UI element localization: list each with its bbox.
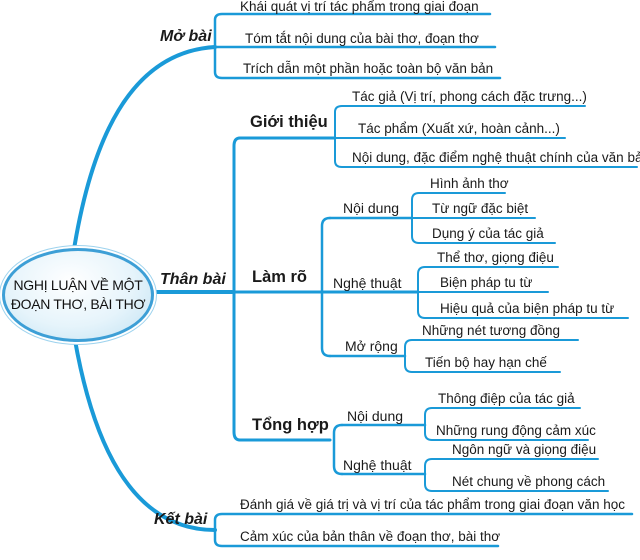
- branch-lam-ro-label: Làm rõ: [252, 268, 308, 286]
- tong-hop-nghe-thuat-item: Nét chung về phong cách: [452, 474, 606, 489]
- central-topic-line1: NGHỊ LUẬN VỀ MỘT: [13, 277, 143, 293]
- central-topic-line2: ĐOẠN THƠ, BÀI THƠ: [10, 296, 146, 312]
- lam-ro-noi-dung-label: Nội dung: [343, 200, 400, 216]
- tong-hop-noi-dung-item: Những rung động cảm xúc: [436, 423, 596, 438]
- section-than-bai-label: Thân bài: [160, 271, 226, 288]
- section-ket-bai-label: Kết bài: [154, 511, 208, 528]
- gioi-thieu-item: Tác giả (Vị trí, phong cách đặc trưng...…: [352, 89, 587, 104]
- branch-tong-hop-label: Tổng hợp: [252, 416, 329, 434]
- lam-ro-nghe-thuat-item: Hiệu quả của biện pháp tu từ: [440, 301, 615, 316]
- mo-rong-item: Tiến bộ hay hạn chế: [425, 355, 547, 370]
- section-mo-bai-label: Mở bài: [160, 28, 212, 45]
- lam-ro-noi-dung-item: Dụng ý của tác giả: [432, 226, 544, 241]
- central-topic-node: NGHỊ LUẬN VỀ MỘT ĐOẠN THƠ, BÀI THƠ: [2, 248, 154, 342]
- mo-bai-item: Khái quát vị trí tác phẩm trong giai đoạ…: [240, 0, 479, 14]
- lam-ro-mo-rong-label: Mở rộng: [345, 338, 398, 354]
- gioi-thieu-item: Tác phẩm (Xuất xứ, hoàn cảnh...): [358, 121, 560, 136]
- tong-hop-noi-dung-item: Thông điệp của tác giả: [438, 391, 575, 406]
- mo-rong-item: Những nét tương đồng: [422, 323, 561, 338]
- mo-bai-item: Tóm tắt nội dung của bài thơ, đoạn thơ: [245, 31, 479, 46]
- lam-ro-nghe-thuat-label: Nghệ thuật: [333, 275, 402, 291]
- tong-hop-nghe-thuat-label: Nghệ thuật: [343, 457, 412, 473]
- lam-ro-noi-dung-item: Hình ảnh thơ: [430, 176, 509, 191]
- tong-hop-nghe-thuat-item: Ngôn ngữ và giọng điệu: [452, 442, 597, 457]
- lam-ro-noi-dung-item: Từ ngữ đặc biệt: [432, 201, 529, 216]
- lam-ro-nghe-thuat-item: Biện pháp tu từ: [440, 275, 533, 290]
- mo-bai-item: Trích dẫn một phần hoặc toàn bộ văn bản: [243, 61, 494, 76]
- lam-ro-nghe-thuat-item: Thể thơ, giọng điệu: [437, 250, 554, 265]
- tong-hop-noi-dung-label: Nội dung: [347, 408, 404, 424]
- ket-bai-item: Đánh giá về giá trị và vị trí của tác ph…: [240, 497, 625, 512]
- ket-bai-item: Cảm xúc của bản thân về đoạn thơ, bài th…: [240, 529, 501, 544]
- branch-gioi-thieu-label: Giới thiệu: [250, 113, 328, 131]
- gioi-thieu-item: Nội dung, đặc điểm nghệ thuật chính của …: [352, 150, 640, 165]
